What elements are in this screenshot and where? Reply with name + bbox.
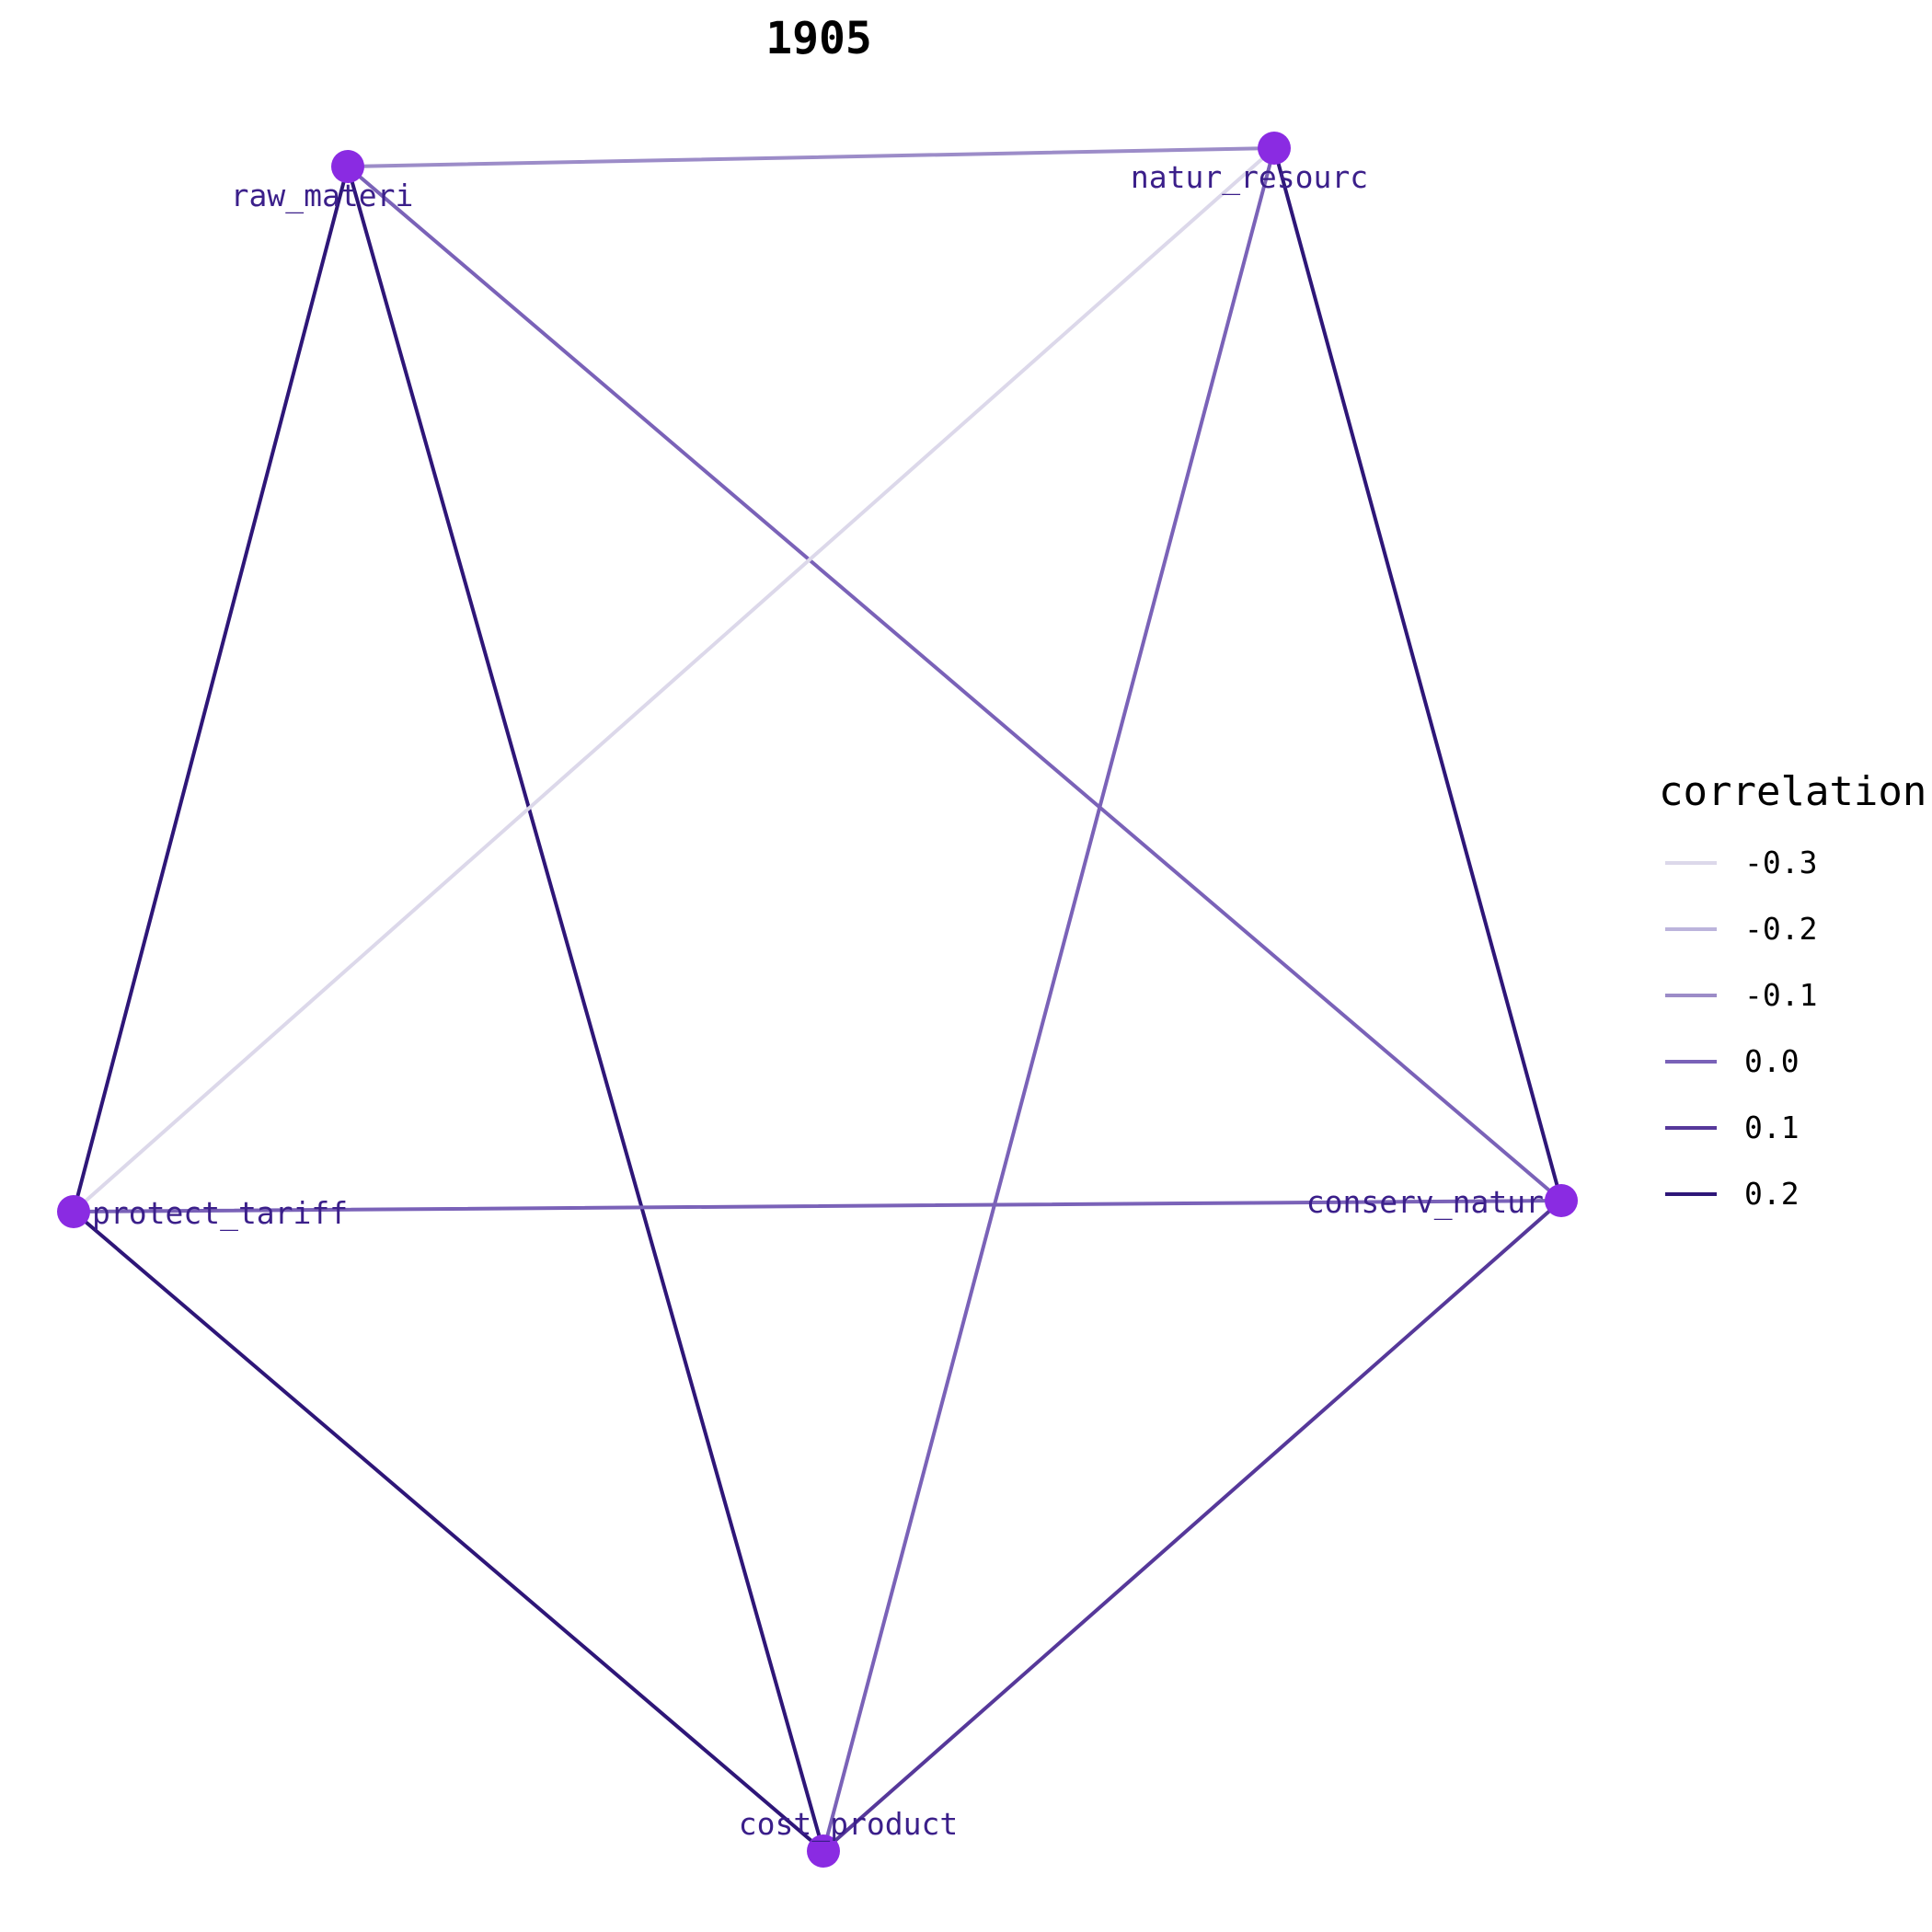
edge-raw_materi-conserv_natur	[346, 165, 1563, 1202]
legend-entries: -0.3 -0.2 -0.1 0.0 0.1 0.2	[1665, 845, 1817, 1212]
node-conserv_natur	[1545, 1184, 1578, 1217]
node-label-conserv_natur: conserv_natur	[1306, 1184, 1544, 1221]
legend-entry: 0.2	[1665, 1176, 1800, 1212]
edge-protect_tariff-conserv_natur	[72, 1199, 1563, 1213]
node-cost_product	[807, 1834, 840, 1868]
node-label-natur_resourc: natur_resourc	[1131, 159, 1368, 196]
edge-natur_resourc-protect_tariff	[72, 146, 1276, 1213]
legend-label: 0.2	[1744, 1176, 1800, 1212]
node-labels-layer: raw_materi natur_resourc protect_tariff con…	[92, 159, 1544, 1843]
edge-raw_materi-cost_product	[346, 165, 825, 1853]
edges-layer	[72, 146, 1563, 1853]
legend-entry: 0.1	[1665, 1110, 1800, 1145]
legend-entry: -0.1	[1665, 977, 1817, 1013]
nodes-layer	[57, 132, 1578, 1868]
edge-raw_materi-protect_tariff	[72, 165, 350, 1213]
legend-label: -0.3	[1744, 845, 1817, 880]
legend-label: 0.1	[1744, 1110, 1800, 1145]
edge-raw_materi-natur_resourc	[346, 146, 1276, 168]
edge-natur_resourc-cost_product	[822, 146, 1276, 1853]
node-label-cost_product: cost_product	[739, 1806, 958, 1843]
edge-conserv_natur-cost_product	[822, 1199, 1563, 1853]
node-label-protect_tariff: protect_tariff	[92, 1195, 348, 1232]
legend-entry: -0.3	[1665, 845, 1817, 880]
node-raw_materi	[331, 150, 364, 183]
graph-title: 1905	[765, 13, 872, 64]
node-protect_tariff	[57, 1195, 90, 1228]
legend-entry: 0.0	[1665, 1043, 1800, 1079]
edge-natur_resourc-conserv_natur	[1272, 146, 1563, 1202]
legend-entry: -0.2	[1665, 911, 1817, 947]
node-natur_resourc	[1258, 132, 1291, 165]
legend-title: correlation	[1659, 768, 1926, 815]
legend: correlation -0.3 -0.2 -0.1 0.0 0.1 0.2	[1659, 768, 1926, 1212]
edge-protect_tariff-cost_product	[72, 1210, 825, 1853]
legend-label: -0.2	[1744, 911, 1817, 947]
legend-label: 0.0	[1744, 1043, 1800, 1079]
legend-label: -0.1	[1744, 977, 1817, 1013]
node-label-raw_materi: raw_materi	[231, 178, 414, 214]
